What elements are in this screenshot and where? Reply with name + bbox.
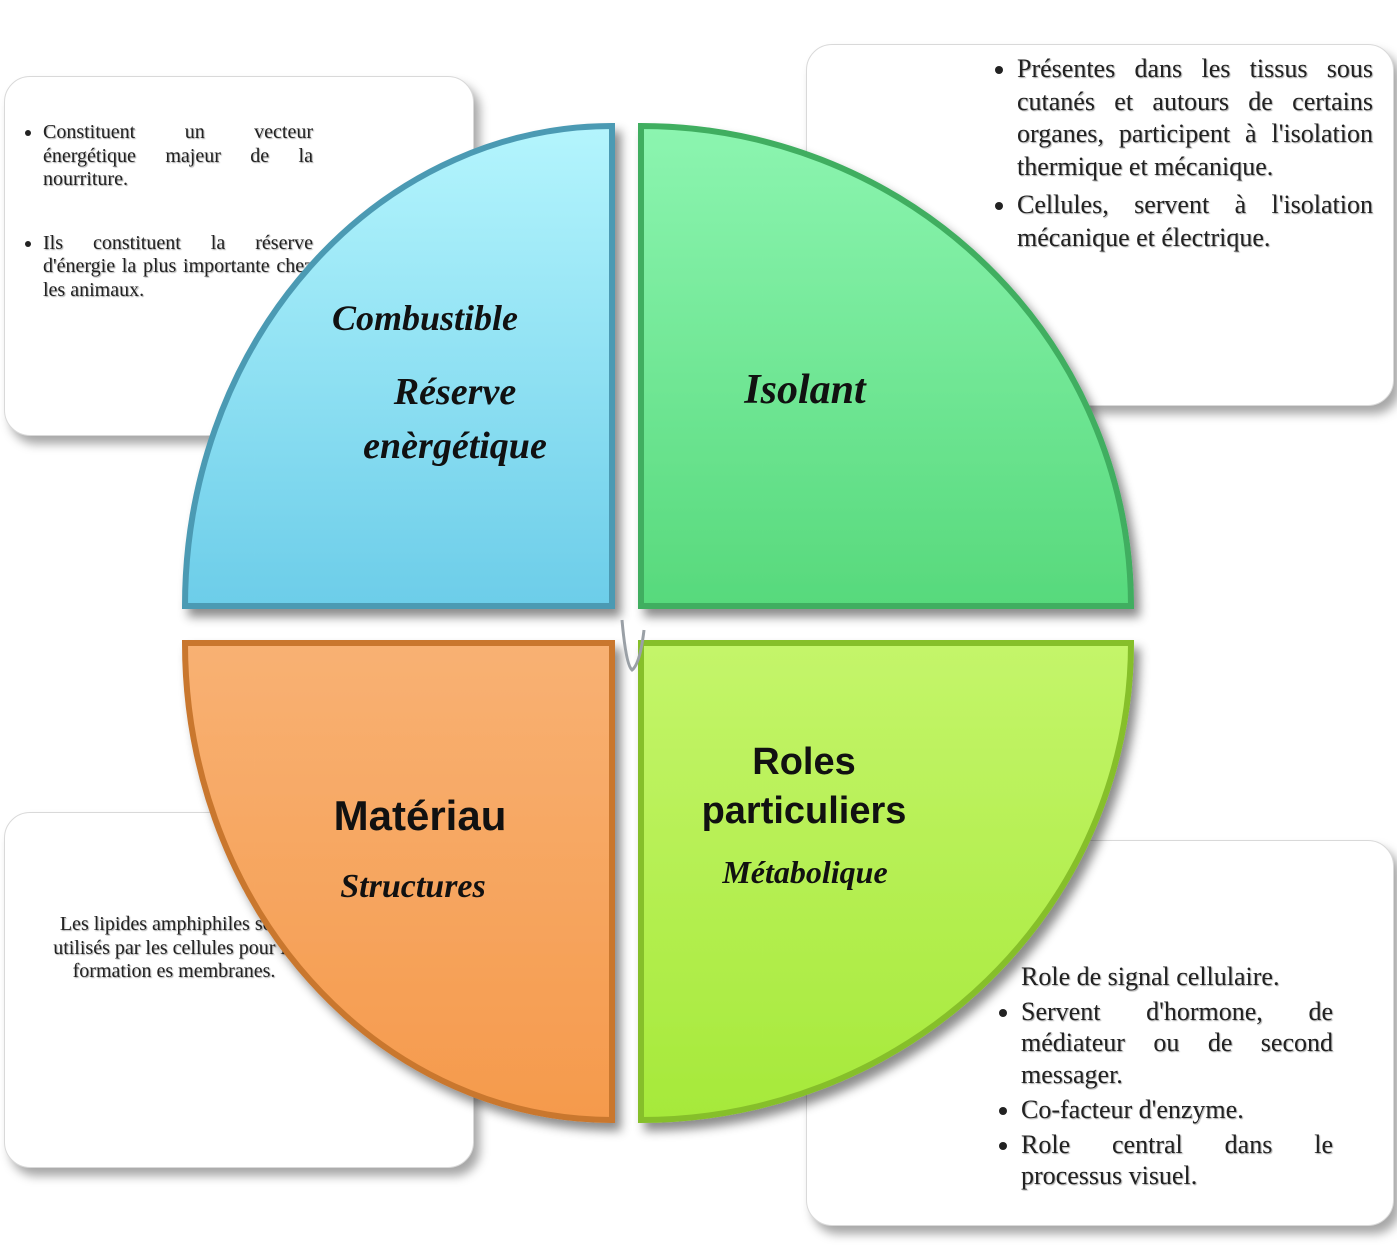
quadrant-subtitle: Structures <box>340 868 486 905</box>
note-text: Les lipides amphiphiles sont utilisés pa… <box>53 913 295 983</box>
quadrant-bottom-right <box>638 640 1135 1124</box>
quadrant-title: Matériau <box>334 792 507 839</box>
note-item: Co-facteur d'enzyme. <box>1021 1094 1333 1125</box>
note-heading: Role de signal cellulaire. <box>1021 962 1280 991</box>
quadrant-subtitle: enèrgétique <box>363 425 547 467</box>
note-item: Servent d'hormone, de médiateur ou de se… <box>1021 996 1333 1090</box>
note-item: Role central dans le processus visuel. <box>1021 1129 1333 1191</box>
quadrant-subtitle: Réserve <box>393 371 517 413</box>
center-connector <box>620 619 646 672</box>
note-item: Cellules, servent à l'isolation mécaniqu… <box>1017 189 1373 254</box>
quadrant-bottom-left <box>181 640 615 1124</box>
quadrant-title: particuliers <box>702 790 907 832</box>
note-item: Présentes dans les tissus sous cutanés e… <box>1017 53 1373 183</box>
note-item: Constituent un vecteur énergétique majeu… <box>43 121 313 192</box>
quadrant-title: Roles <box>752 741 855 783</box>
quadrant-top-right <box>638 122 1135 609</box>
quadrant-title: Isolant <box>743 367 867 413</box>
quadrant-top-left <box>181 122 615 609</box>
quadrant-subtitle: Métabolique <box>721 854 887 890</box>
note-item: Ils constituent la réserve d'énergie la … <box>43 232 313 303</box>
quadrant-title: Combustible <box>332 298 518 338</box>
